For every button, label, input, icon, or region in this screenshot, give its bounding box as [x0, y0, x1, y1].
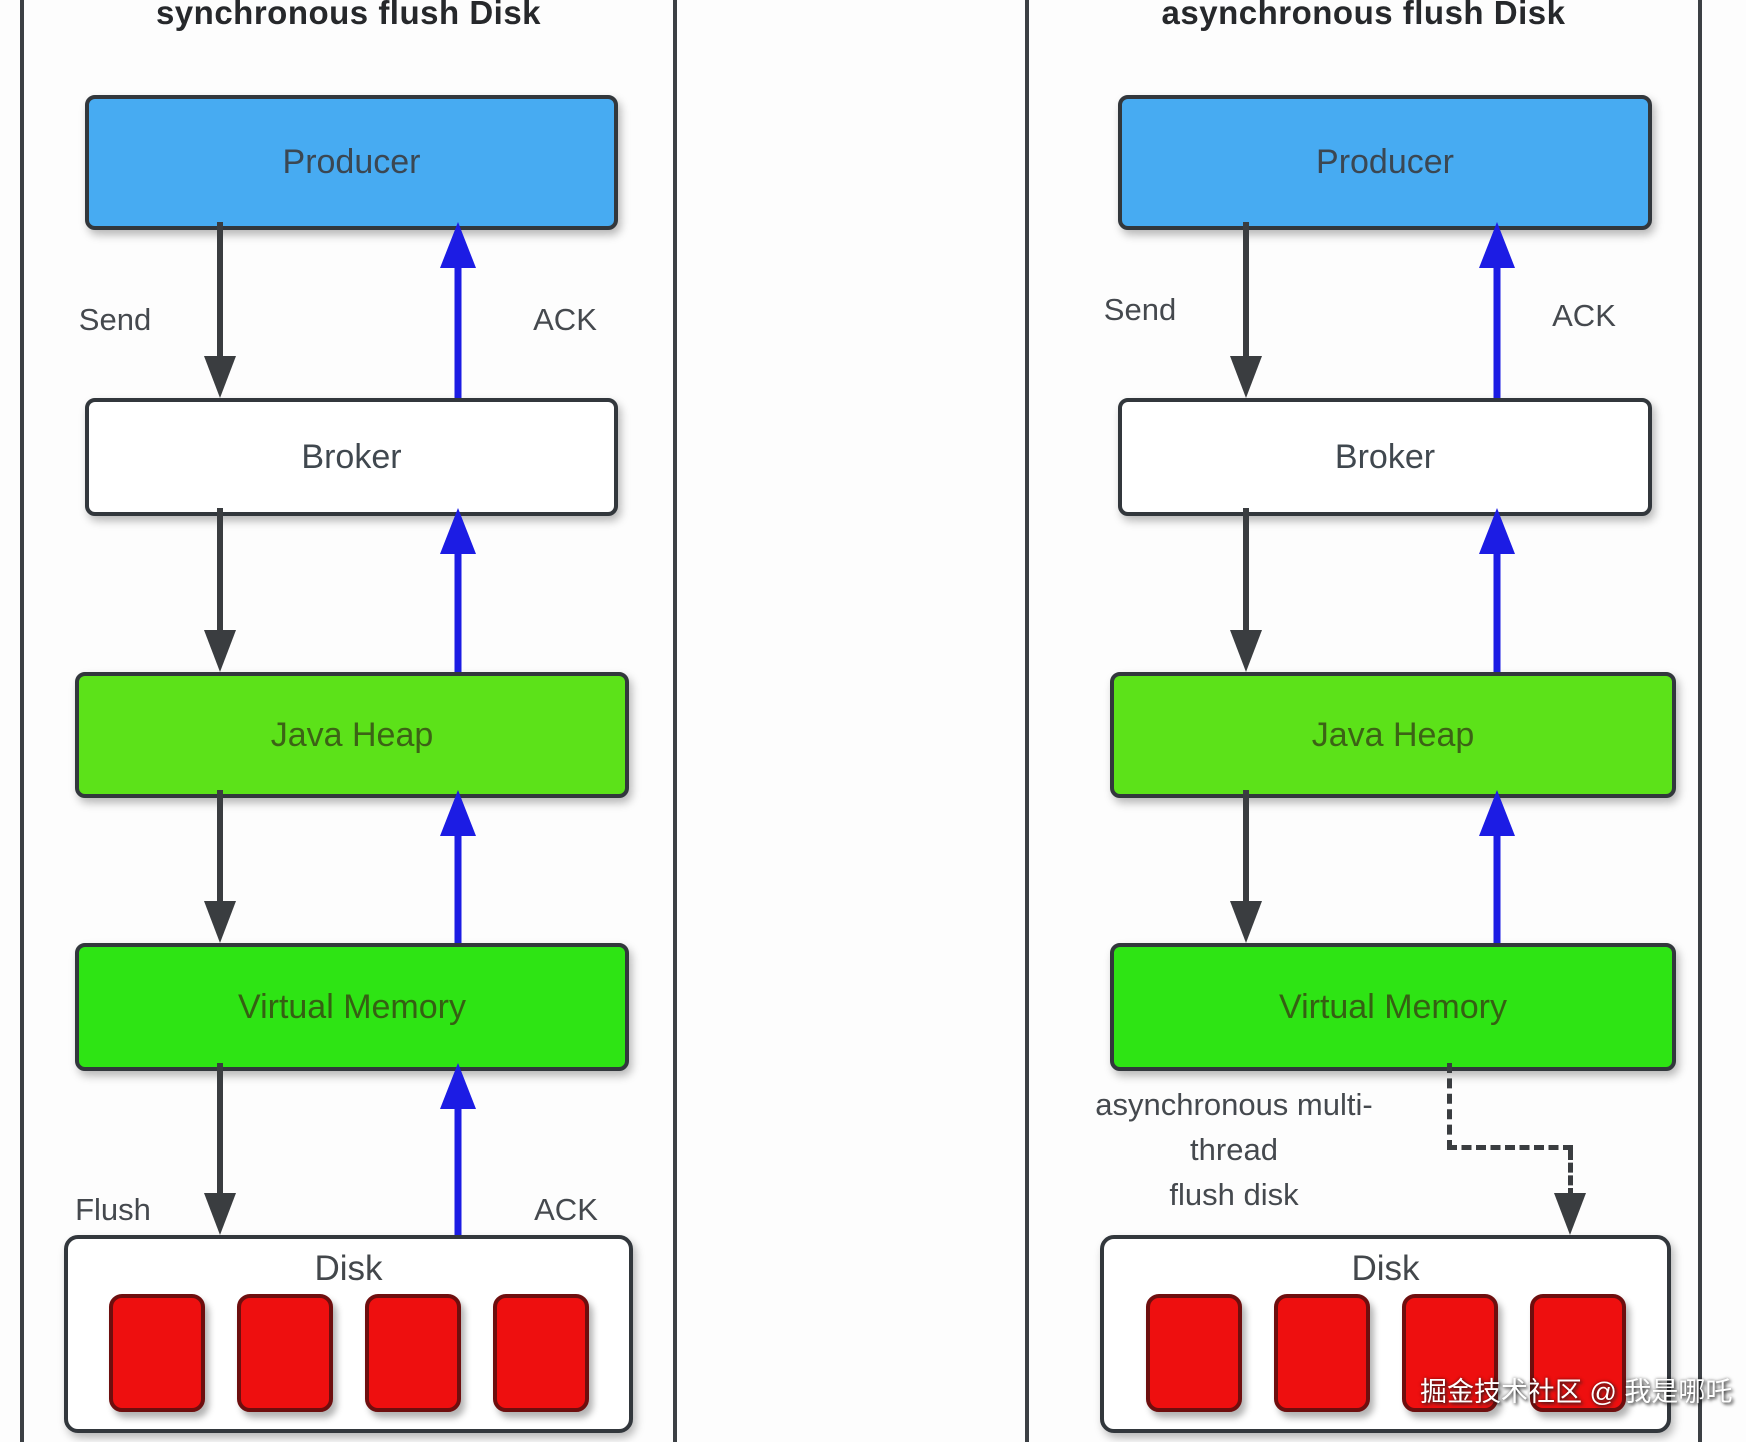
- disk-bar: [1273, 1294, 1370, 1412]
- left-send-arrow: [202, 222, 238, 398]
- left-disk-node: Disk: [64, 1235, 633, 1433]
- arrow-head-icon: [1230, 630, 1262, 672]
- left-producer-label: Producer: [282, 143, 421, 181]
- right-panel-title: asynchronous flush Disk: [1161, 0, 1566, 31]
- disk-bar: [492, 1294, 589, 1412]
- left-flush-label: Flush: [75, 1192, 151, 1227]
- left-ack-arrow-producer: [440, 222, 476, 398]
- arrow-head-icon: [204, 356, 236, 398]
- disk-bar: [364, 1294, 461, 1412]
- right-heap-to-vm-arrow: [1228, 790, 1264, 943]
- right-disk-label: Disk: [1351, 1249, 1420, 1288]
- right-java-heap-label: Java Heap: [1311, 715, 1475, 754]
- left-panel-title: synchronous flush Disk: [155, 0, 542, 31]
- arrow-head-icon: [440, 222, 476, 268]
- async-dashed-segment-vertical-1: [1447, 1063, 1452, 1150]
- async-note-line1: asynchronous multi-: [1095, 1087, 1373, 1122]
- right-broker-to-heap-arrow: [1228, 508, 1264, 672]
- left-broker-label: Broker: [301, 437, 402, 476]
- left-java-heap-label: Java Heap: [270, 715, 434, 754]
- left-heap-to-vm-arrow: [202, 790, 238, 943]
- disk-bars: [1104, 1294, 1667, 1412]
- disk-bars: [68, 1294, 629, 1412]
- left-flush-arrow: [202, 1063, 238, 1235]
- right-broker-node: Broker: [1118, 398, 1652, 516]
- right-send-label: Send: [1103, 292, 1177, 327]
- disk-bar: [1529, 1294, 1626, 1412]
- right-virtual-memory-node: Virtual Memory: [1110, 943, 1676, 1071]
- arrow-head-icon: [1230, 901, 1262, 943]
- arrow-head-icon: [204, 901, 236, 943]
- right-ack-arrow-producer: [1479, 222, 1515, 398]
- left-send-label: Send: [78, 302, 152, 337]
- left-ack-arrow-heap: [440, 790, 476, 943]
- right-ack-label: ACK: [1552, 298, 1616, 333]
- left-producer-node: Producer: [85, 95, 618, 230]
- right-send-arrow: [1228, 222, 1264, 398]
- arrow-head-icon: [1230, 356, 1262, 398]
- disk-bar: [108, 1294, 205, 1412]
- arrow-head-icon: [204, 1193, 236, 1235]
- left-ack-bottom-label: ACK: [534, 1192, 598, 1227]
- left-virtual-memory-node: Virtual Memory: [75, 943, 629, 1071]
- arrow-head-icon: [1479, 508, 1515, 554]
- left-virtual-memory-label: Virtual Memory: [238, 987, 466, 1026]
- right-panel-left-border: [1025, 0, 1029, 1442]
- left-ack-top-label: ACK: [533, 302, 597, 337]
- arrow-head-icon: [1479, 222, 1515, 268]
- arrow-head-icon: [440, 508, 476, 554]
- right-virtual-memory-label: Virtual Memory: [1279, 987, 1507, 1026]
- left-broker-node: Broker: [85, 398, 618, 516]
- right-broker-label: Broker: [1334, 437, 1436, 476]
- right-producer-label: Producer: [1316, 143, 1454, 181]
- right-disk-node: Disk: [1100, 1235, 1671, 1433]
- left-disk-label: Disk: [314, 1249, 383, 1288]
- right-java-heap-node: Java Heap: [1110, 672, 1676, 798]
- disk-bar: [1401, 1294, 1498, 1412]
- async-dashed-segment-horizontal: [1447, 1145, 1573, 1150]
- right-ack-arrow-broker: [1479, 508, 1515, 672]
- watermark: 掘金技术社区 @ 我是哪吒: [1420, 1377, 1733, 1407]
- async-note-line2: thread: [1190, 1132, 1278, 1167]
- async-dashed-segment-vertical-2: [1568, 1150, 1573, 1198]
- arrow-head-icon: [204, 630, 236, 672]
- arrow-head-icon: [440, 790, 476, 836]
- arrow-head-icon: [1479, 790, 1515, 836]
- left-broker-to-heap-arrow: [202, 508, 238, 672]
- left-panel-right-border: [673, 0, 677, 1442]
- right-ack-arrow-heap: [1479, 790, 1515, 943]
- disk-bar: [1145, 1294, 1242, 1412]
- async-arrow-head-icon: [1554, 1193, 1586, 1235]
- right-panel-right-border: [1698, 0, 1702, 1442]
- left-panel-left-border: [20, 0, 24, 1442]
- async-flush-note: asynchronous multi- thread flush disk: [1056, 1082, 1412, 1217]
- left-ack-arrow-broker: [440, 508, 476, 672]
- arrow-head-icon: [440, 1063, 476, 1109]
- left-ack-arrow-disk: [440, 1063, 476, 1235]
- right-producer-node: Producer: [1118, 95, 1652, 230]
- async-note-line3: flush disk: [1169, 1177, 1299, 1212]
- disk-bar: [236, 1294, 333, 1412]
- left-java-heap-node: Java Heap: [75, 672, 629, 798]
